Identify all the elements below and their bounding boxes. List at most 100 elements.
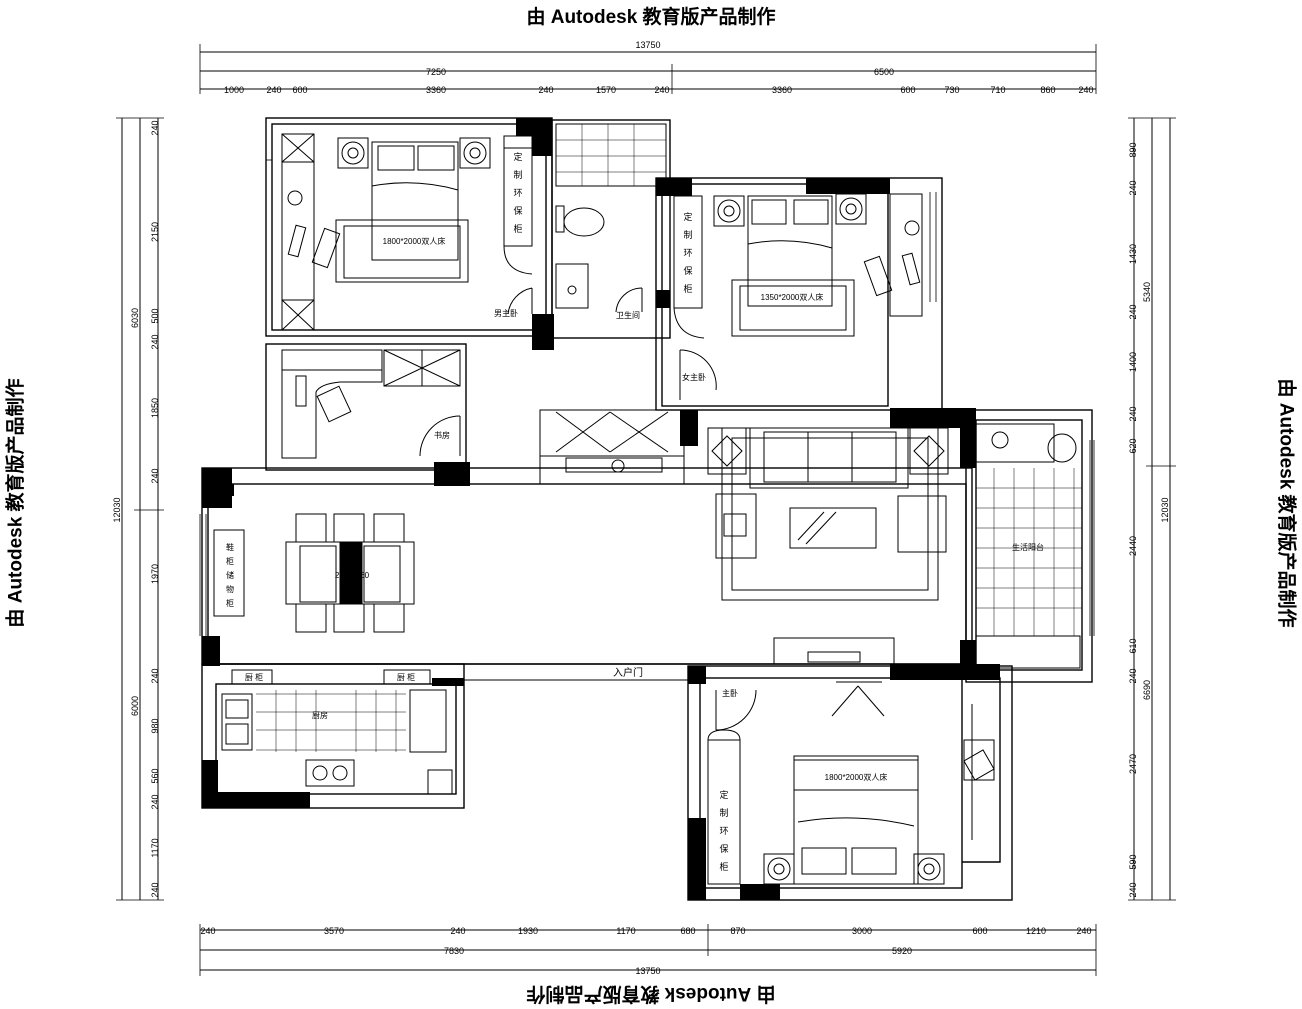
dim-right-overall: 12030 bbox=[1160, 497, 1170, 522]
dim-right-detail-11: 2470 bbox=[1128, 754, 1138, 774]
dim-bottom-overall: 13750 bbox=[635, 966, 660, 976]
dim-bottom-detail-10: 1210 bbox=[1026, 926, 1046, 936]
dim-bottom-detail-3: 240 bbox=[450, 926, 465, 936]
dim-left-detail-5: 1850 bbox=[150, 398, 160, 418]
svg-text:物: 物 bbox=[226, 584, 234, 594]
svg-text:定: 定 bbox=[683, 211, 692, 222]
svg-text:储: 储 bbox=[226, 570, 234, 580]
dim-top-detail-1: 1000 bbox=[224, 85, 244, 95]
dim-left-detail-13: 240 bbox=[150, 882, 160, 897]
svg-text:定: 定 bbox=[513, 151, 522, 162]
label-third-bed: 1800*2000双人床 bbox=[825, 772, 888, 782]
dim-bottom-detail-6: 680 bbox=[680, 926, 695, 936]
svg-text:环: 环 bbox=[513, 188, 522, 198]
label-laundry: 生活阳台 bbox=[1012, 542, 1044, 552]
label-second-bed: 1350*2000双人床 bbox=[761, 292, 824, 302]
dim-bottom-detail-4: 1930 bbox=[518, 926, 538, 936]
svg-text:制: 制 bbox=[683, 229, 692, 240]
svg-text:制: 制 bbox=[719, 807, 728, 818]
svg-text:保: 保 bbox=[719, 843, 728, 854]
label-entry-door: 入户门 bbox=[613, 666, 643, 679]
svg-text:柜: 柜 bbox=[226, 556, 234, 566]
svg-text:柜: 柜 bbox=[513, 223, 522, 234]
dim-right-detail-4: 240 bbox=[1128, 304, 1138, 319]
dim-right-detail-5: 1400 bbox=[1128, 352, 1138, 372]
dim-left-sub-1: 6030 bbox=[130, 308, 140, 328]
dim-top-detail-5: 240 bbox=[538, 85, 553, 95]
dim-left-detail-7: 1970 bbox=[150, 564, 160, 584]
dim-top-detail-12: 860 bbox=[1040, 85, 1055, 95]
svg-text:制: 制 bbox=[513, 169, 522, 180]
label-bath: 卫生间 bbox=[616, 310, 640, 320]
dim-left-detail-11: 240 bbox=[150, 794, 160, 809]
label-study: 书房 bbox=[434, 430, 450, 440]
dim-top-detail-2: 240 bbox=[266, 85, 281, 95]
wardrobe-second: 定 制 环 保 柜 bbox=[683, 211, 692, 294]
label-kitchen-cabinet-1: 厨 柜 bbox=[245, 672, 263, 682]
dim-bottom-detail-8: 3000 bbox=[852, 926, 872, 936]
dim-right-detail-7: 620 bbox=[1128, 438, 1138, 453]
dim-right-sub-2: 6690 bbox=[1142, 680, 1152, 700]
dim-bottom-detail-11: 240 bbox=[1076, 926, 1091, 936]
dim-left-detail-12: 1170 bbox=[150, 838, 160, 857]
dim-top-sub-1: 7250 bbox=[426, 67, 446, 77]
dim-right-detail-8: 2440 bbox=[1128, 536, 1138, 556]
dim-top-sub-2: 6500 bbox=[874, 67, 894, 77]
wardrobe-third: 定 制 环 保 柜 bbox=[719, 789, 728, 872]
svg-text:柜: 柜 bbox=[719, 861, 728, 872]
label-kitchen-cabinet-2: 厨 柜 bbox=[397, 672, 415, 682]
shoe-cabinet: 鞋 柜 储 物 柜 bbox=[226, 542, 234, 608]
dim-top-detail-4: 3360 bbox=[426, 85, 446, 95]
dim-right-detail-13: 240 bbox=[1128, 882, 1138, 897]
dim-bottom-detail-9: 600 bbox=[972, 926, 987, 936]
svg-text:鞋: 鞋 bbox=[226, 542, 234, 552]
wardrobe-master: 定 制 环 保 柜 bbox=[513, 151, 522, 234]
dim-left-detail-9: 980 bbox=[150, 718, 160, 733]
svg-text:保: 保 bbox=[513, 205, 522, 216]
label-child: 主卧 bbox=[722, 688, 738, 698]
dim-left-detail-10: 560 bbox=[150, 768, 160, 783]
dim-right-detail-1: 890 bbox=[1128, 142, 1138, 157]
dim-right-detail-6: 240 bbox=[1128, 406, 1138, 421]
dim-left-overall: 12030 bbox=[112, 497, 122, 522]
label-dining-table: 2100*960 bbox=[335, 571, 370, 580]
dim-bottom-detail-7: 870 bbox=[730, 926, 745, 936]
label-kitchen: 厨房 bbox=[312, 710, 328, 720]
dim-top-detail-9: 600 bbox=[900, 85, 915, 95]
dim-left-detail-1: 240 bbox=[150, 120, 160, 135]
dim-left-detail-6: 240 bbox=[150, 468, 160, 483]
dim-right-detail-9: 610 bbox=[1128, 638, 1138, 653]
svg-text:保: 保 bbox=[683, 265, 692, 276]
dim-top-detail-6: 1570 bbox=[596, 85, 616, 95]
dim-top-detail-11: 710 bbox=[990, 85, 1005, 95]
label-female-master: 女主卧 bbox=[682, 372, 706, 382]
dim-right-detail-10: 240 bbox=[1128, 668, 1138, 683]
dim-top-detail-10: 730 bbox=[944, 85, 959, 95]
dim-top-detail-13: 240 bbox=[1078, 85, 1093, 95]
label-master-bath: 男主卧 bbox=[494, 308, 518, 318]
dim-top-detail-3: 600 bbox=[292, 85, 307, 95]
dim-bottom-detail-2: 3570 bbox=[324, 926, 344, 936]
svg-text:环: 环 bbox=[719, 826, 728, 836]
dim-bottom-detail-1: 240 bbox=[200, 926, 215, 936]
dim-left-detail-2: 2150 bbox=[150, 222, 160, 242]
dim-left-sub-2: 6000 bbox=[130, 696, 140, 716]
dim-right-detail-12: 590 bbox=[1128, 854, 1138, 869]
label-master-bed: 1800*2000双人床 bbox=[383, 236, 446, 246]
svg-text:柜: 柜 bbox=[683, 283, 692, 294]
dim-right-sub-1: 5340 bbox=[1142, 282, 1152, 302]
dim-bottom-detail-5: 1170 bbox=[616, 926, 635, 936]
dim-left-detail-4: 240 bbox=[150, 334, 160, 349]
svg-text:柜: 柜 bbox=[226, 598, 234, 608]
dim-right-detail-3: 1430 bbox=[1128, 244, 1138, 264]
dim-left-detail-8: 240 bbox=[150, 668, 160, 683]
watermark-top: 由 Autodesk 教育版产品制作 bbox=[526, 7, 776, 28]
dim-top-detail-7: 240 bbox=[654, 85, 669, 95]
dim-right-detail-2: 240 bbox=[1128, 180, 1138, 195]
dim-top-overall: 13750 bbox=[635, 40, 660, 50]
svg-text:环: 环 bbox=[683, 248, 692, 258]
dim-bottom-sub-1: 7830 bbox=[444, 946, 464, 956]
dim-left-detail-3: 500 bbox=[150, 308, 160, 323]
svg-text:定: 定 bbox=[719, 789, 728, 800]
